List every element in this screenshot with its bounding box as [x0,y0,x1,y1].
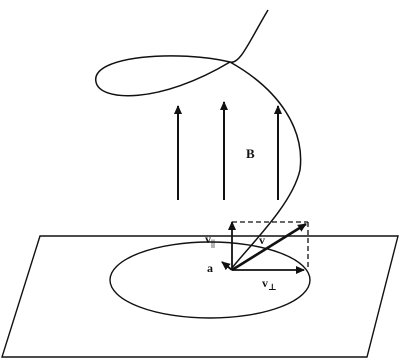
acceleration-arrow [221,261,233,271]
ground-plane [1,235,399,358]
acceleration-label: a [207,261,213,275]
velocity-arrow [231,222,307,272]
v-perp-label: v⊥ [262,276,277,292]
field-label-B: B [246,146,255,161]
helix-trajectory [95,9,302,269]
v-parallel-label: v|| [205,232,215,248]
orbit-ellipse [109,241,311,319]
velocity-label: v [259,233,265,247]
